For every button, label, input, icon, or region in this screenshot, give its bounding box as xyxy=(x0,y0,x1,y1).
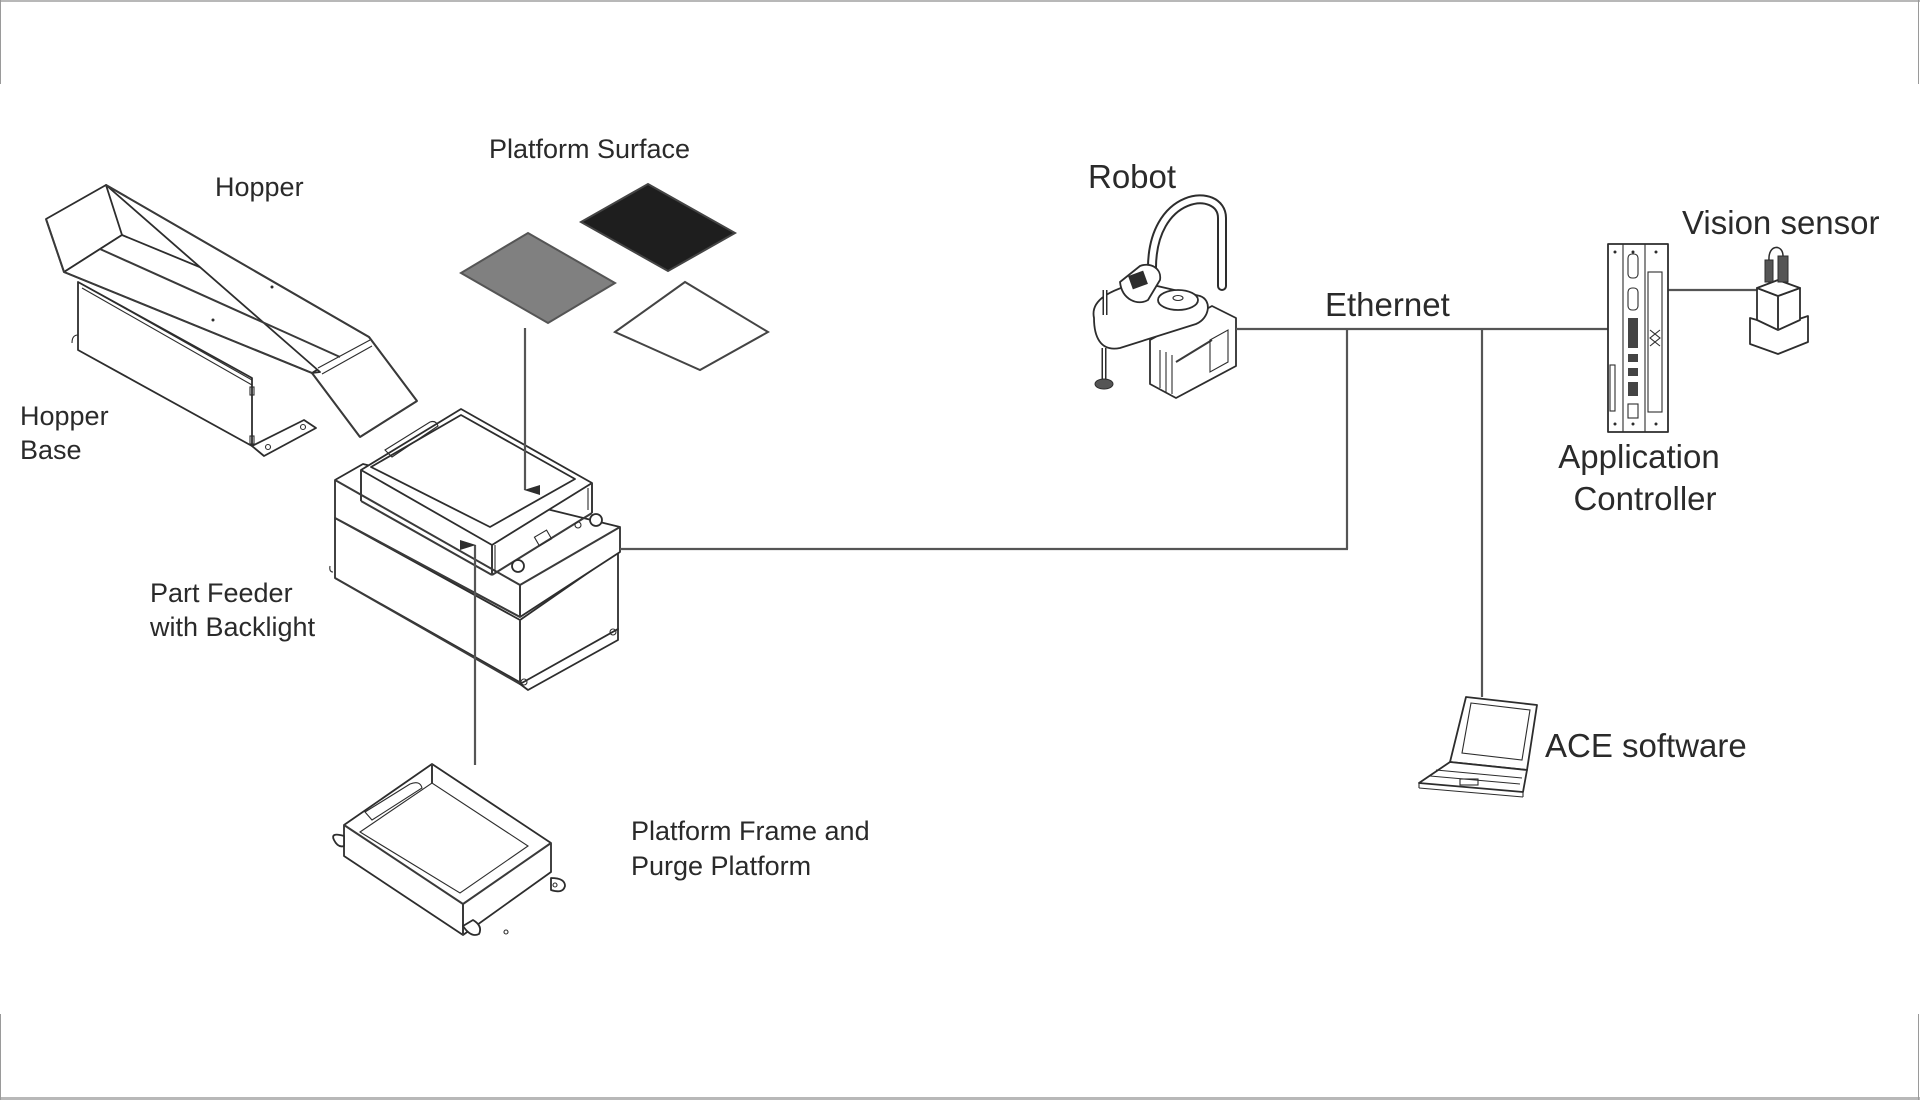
laptop-icon xyxy=(1418,696,1538,798)
label-hopper-base-line1: Hopper xyxy=(20,401,109,431)
hopper-base-icon xyxy=(71,281,317,457)
label-part-feeder-line1: Part Feeder xyxy=(150,578,293,608)
frame-left-border-top xyxy=(0,0,1,84)
label-platform-surface: Platform Surface xyxy=(489,134,690,164)
ethernet-network xyxy=(620,288,1757,697)
platform-frame-icon xyxy=(332,763,566,936)
frame-left-border-bottom xyxy=(0,1014,1,1100)
label-ethernet: Ethernet xyxy=(1325,286,1450,323)
hopper-icon xyxy=(45,184,418,438)
application-controller-icon xyxy=(1607,243,1669,433)
vision-sensor-icon xyxy=(1749,246,1809,355)
frame-right-border-top xyxy=(1918,0,1919,84)
platform-surface-white xyxy=(612,280,770,372)
platform-surface-gray xyxy=(459,231,617,325)
label-hopper: Hopper xyxy=(215,172,304,202)
label-ace-software: ACE software xyxy=(1545,727,1747,764)
label-platform-frame-line2: Purge Platform xyxy=(631,851,811,881)
frame-top-border xyxy=(0,0,1920,2)
label-part-feeder-line2: with Backlight xyxy=(149,612,316,642)
label-app-controller-line2: Controller xyxy=(1573,480,1716,517)
part-feeder-icon xyxy=(329,408,621,691)
frame-bottom-border xyxy=(0,1097,1920,1100)
frame-right-border-bottom xyxy=(1918,1014,1919,1100)
label-app-controller-line1: Application xyxy=(1558,438,1719,475)
platform-surface-black xyxy=(578,182,738,273)
robot-icon xyxy=(1092,194,1237,399)
label-hopper-base-line2: Base xyxy=(20,435,82,465)
label-vision-sensor: Vision sensor xyxy=(1682,204,1880,241)
label-robot: Robot xyxy=(1088,158,1176,195)
label-platform-frame-line1: Platform Frame and xyxy=(631,816,870,846)
